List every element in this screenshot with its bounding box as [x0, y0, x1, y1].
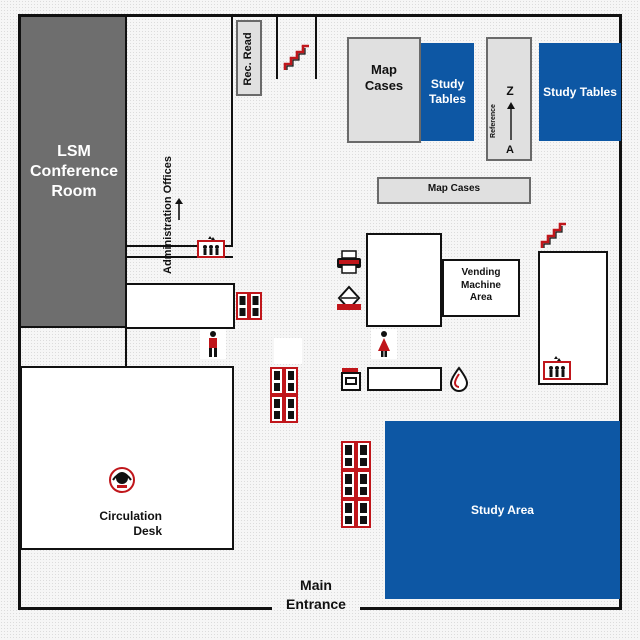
computer-workstation-icon	[341, 441, 371, 529]
map-cases-wide-label: Map Cases	[427, 183, 481, 194]
arrow-up-icon	[174, 198, 184, 220]
elevator-icon	[543, 355, 571, 381]
outer-wall-left	[18, 14, 21, 610]
rec-read-room	[236, 20, 262, 96]
admin-wall-right	[231, 17, 233, 247]
open-space-marker	[274, 338, 302, 364]
scanner-icon	[335, 284, 363, 312]
outer-wall-bottom-right	[360, 607, 622, 610]
restroom-men-icon	[200, 329, 226, 359]
study-tables-right-label: Study Tables	[543, 84, 617, 99]
admin-wall-bottom	[127, 245, 233, 247]
water-fountain-icon	[448, 366, 470, 392]
study-tables-right: Study Tables	[539, 43, 621, 141]
computer-workstation-icon	[236, 292, 262, 320]
corridor-wall-vertical	[125, 327, 127, 367]
office-room-middle	[125, 283, 235, 329]
map-cases-large-label: Map Cases	[364, 62, 404, 94]
admin-wall-left-short	[125, 245, 127, 257]
outer-wall-top	[18, 14, 622, 17]
restroom-women-icon	[371, 329, 397, 359]
vending-machine-area	[442, 259, 520, 317]
elevator-icon	[197, 236, 225, 258]
service-counter	[367, 367, 442, 391]
stair-alcove-left	[276, 17, 278, 79]
copier-icon	[340, 366, 362, 392]
admin-wall-bottom-2	[127, 256, 233, 258]
rec-read-label: Rec. Read	[242, 32, 254, 86]
help-desk-icon	[107, 465, 137, 495]
stairs-icon	[540, 222, 568, 250]
main-entrance-label[interactable]: Main Entrance	[286, 577, 346, 612]
printer-icon	[335, 250, 363, 274]
reference-a-label: A	[506, 144, 514, 156]
study-area-label: Study Area	[471, 502, 534, 517]
study-area: Study Area	[385, 421, 620, 599]
copy-room	[366, 233, 442, 327]
circulation-desk-label: Circulation Desk	[99, 509, 162, 538]
outer-wall-bottom-left	[18, 607, 272, 610]
study-tables-left-label: Study Tables	[428, 77, 467, 106]
conference-room-label: LSM Conference Room	[29, 143, 119, 200]
reference-label: Reference	[490, 104, 497, 138]
map-cases-wide	[377, 177, 531, 204]
vending-machine-area-label: Vending Machine Area	[460, 267, 501, 303]
arrow-up-icon	[506, 102, 516, 140]
study-tables-left: Study Tables	[421, 43, 474, 141]
reference-z-label: Z	[506, 84, 514, 98]
map-cases-large	[347, 37, 421, 143]
stair-alcove-right	[315, 17, 317, 79]
circulation-desk-room	[20, 366, 234, 550]
outer-wall-right	[619, 14, 622, 610]
stairs-icon	[283, 44, 311, 72]
conference-room	[21, 17, 127, 328]
reference-shelves	[486, 37, 532, 161]
computer-workstation-icon	[270, 367, 298, 423]
